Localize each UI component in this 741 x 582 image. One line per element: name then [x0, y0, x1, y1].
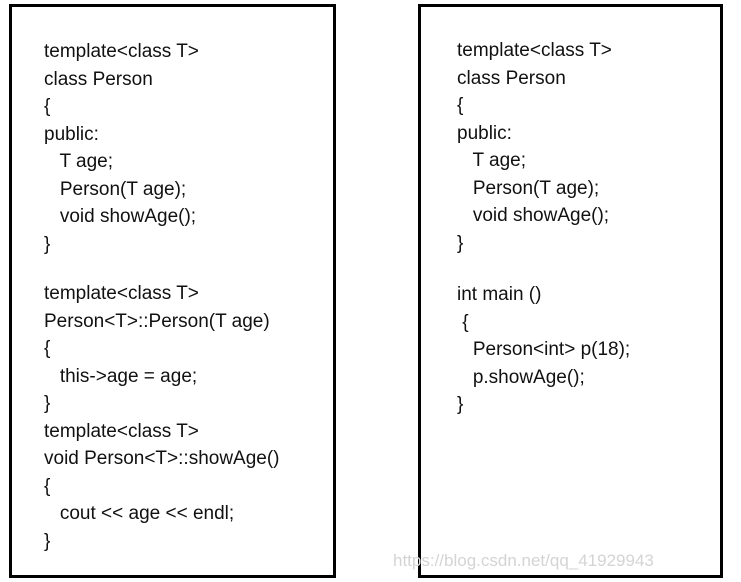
- code-line: this->age = age;: [44, 366, 198, 387]
- code-line: template<class T>: [44, 421, 199, 442]
- code-line: }: [457, 394, 464, 415]
- code-line: cout << age << endl;: [44, 503, 235, 524]
- code-line: Person<int> p(18);: [457, 339, 631, 360]
- code-line: }: [44, 393, 51, 414]
- code-line: template<class T>: [44, 41, 199, 62]
- code-line: T age;: [457, 150, 527, 171]
- code-line: int main (): [457, 284, 542, 305]
- code-line: Person<T>::Person(T age): [44, 311, 270, 332]
- code-line: class Person: [457, 68, 566, 89]
- code-line: public:: [44, 124, 99, 145]
- code-line: {: [44, 338, 51, 359]
- code-line: template<class T>: [457, 40, 612, 61]
- code-line: Person(T age);: [44, 179, 187, 200]
- code-line: template<class T>: [44, 283, 199, 304]
- code-line: {: [457, 95, 464, 116]
- code-line: p.showAge();: [457, 367, 585, 388]
- code-line: void Person<T>::showAge(): [44, 448, 280, 469]
- watermark-text: https://blog.csdn.net/qq_41929943: [393, 551, 654, 570]
- code-line: public:: [457, 123, 512, 144]
- code-line: {: [457, 312, 469, 333]
- code-line: }: [44, 531, 51, 552]
- code-line: }: [457, 233, 464, 254]
- code-line: void showAge();: [457, 205, 610, 226]
- code-line: {: [44, 96, 51, 117]
- right-code-panel: template<class T> class Person { public:…: [418, 4, 723, 578]
- code-line: }: [44, 234, 51, 255]
- left-code-panel: template<class T> class Person { public:…: [9, 4, 336, 578]
- code-line: Person(T age);: [457, 178, 600, 199]
- code-line: T age;: [44, 151, 114, 172]
- code-line: {: [44, 476, 51, 497]
- code-line: void showAge();: [44, 206, 197, 227]
- code-line: class Person: [44, 69, 153, 90]
